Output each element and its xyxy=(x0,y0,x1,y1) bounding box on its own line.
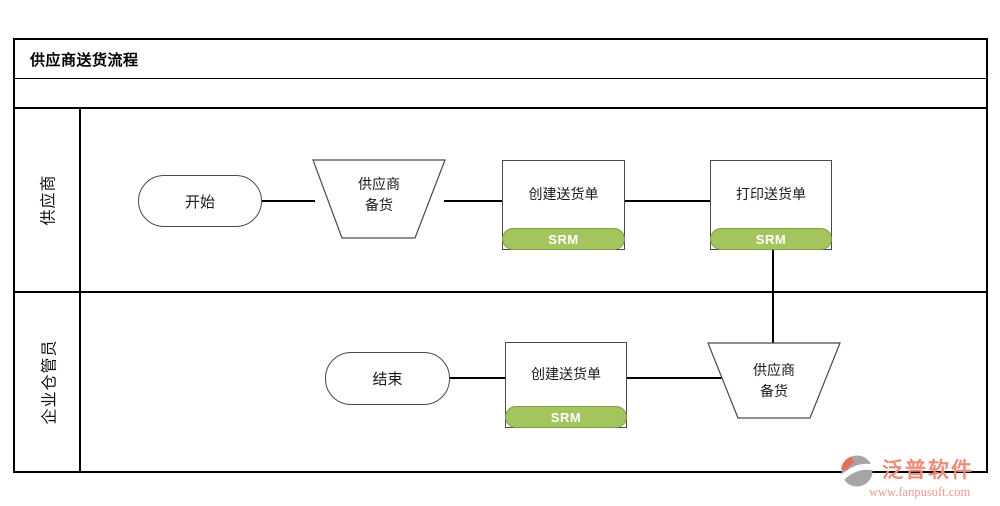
end-node-label: 结束 xyxy=(372,371,403,388)
lane-warehouse-manager-label-cell: 企业仓管员 xyxy=(15,293,81,471)
srm-badge: SRM xyxy=(505,406,627,428)
supplier-prepare-bottom-line1: 供应商 xyxy=(753,362,795,378)
supplier-prepare-top-line2: 备货 xyxy=(365,197,393,213)
supplier-prepare-top-line1: 供应商 xyxy=(358,176,400,192)
diagram-title: 供应商送货流程 xyxy=(30,51,139,69)
lane-supplier: 供应商 xyxy=(15,109,986,293)
supplier-prepare-bottom-label: 供应商 备货 xyxy=(724,360,824,402)
phase-header-row xyxy=(15,79,986,109)
create-delivery-note-top-node: 创建送货单 SRM xyxy=(502,160,625,250)
lane-supplier-label-cell: 供应商 xyxy=(15,109,81,291)
supplier-prepare-bottom-line2: 备货 xyxy=(760,383,788,399)
srm-badge: SRM xyxy=(502,228,625,250)
create-delivery-note-bottom-label: 创建送货单 xyxy=(531,366,601,382)
print-delivery-note-node: 打印送货单 SRM xyxy=(710,160,832,250)
srm-badge: SRM xyxy=(710,228,832,250)
end-node: 结束 xyxy=(325,352,450,405)
title-row: 供应商送货流程 xyxy=(15,40,986,79)
supplier-prepare-bottom-shape xyxy=(707,342,841,419)
create-delivery-note-bottom-node: 创建送货单 SRM xyxy=(505,342,627,428)
diagram-frame: 供应商送货流程 供应商 企业仓管员 xyxy=(13,38,988,473)
start-node: 开始 xyxy=(138,175,262,227)
supplier-prepare-top-label: 供应商 备货 xyxy=(329,174,429,216)
supplier-prepare-top-shape xyxy=(312,159,446,239)
lane-warehouse-manager: 企业仓管员 xyxy=(15,293,986,471)
print-delivery-note-label: 打印送货单 xyxy=(736,186,806,202)
start-node-label: 开始 xyxy=(184,193,215,211)
create-delivery-note-top-label: 创建送货单 xyxy=(528,186,599,202)
